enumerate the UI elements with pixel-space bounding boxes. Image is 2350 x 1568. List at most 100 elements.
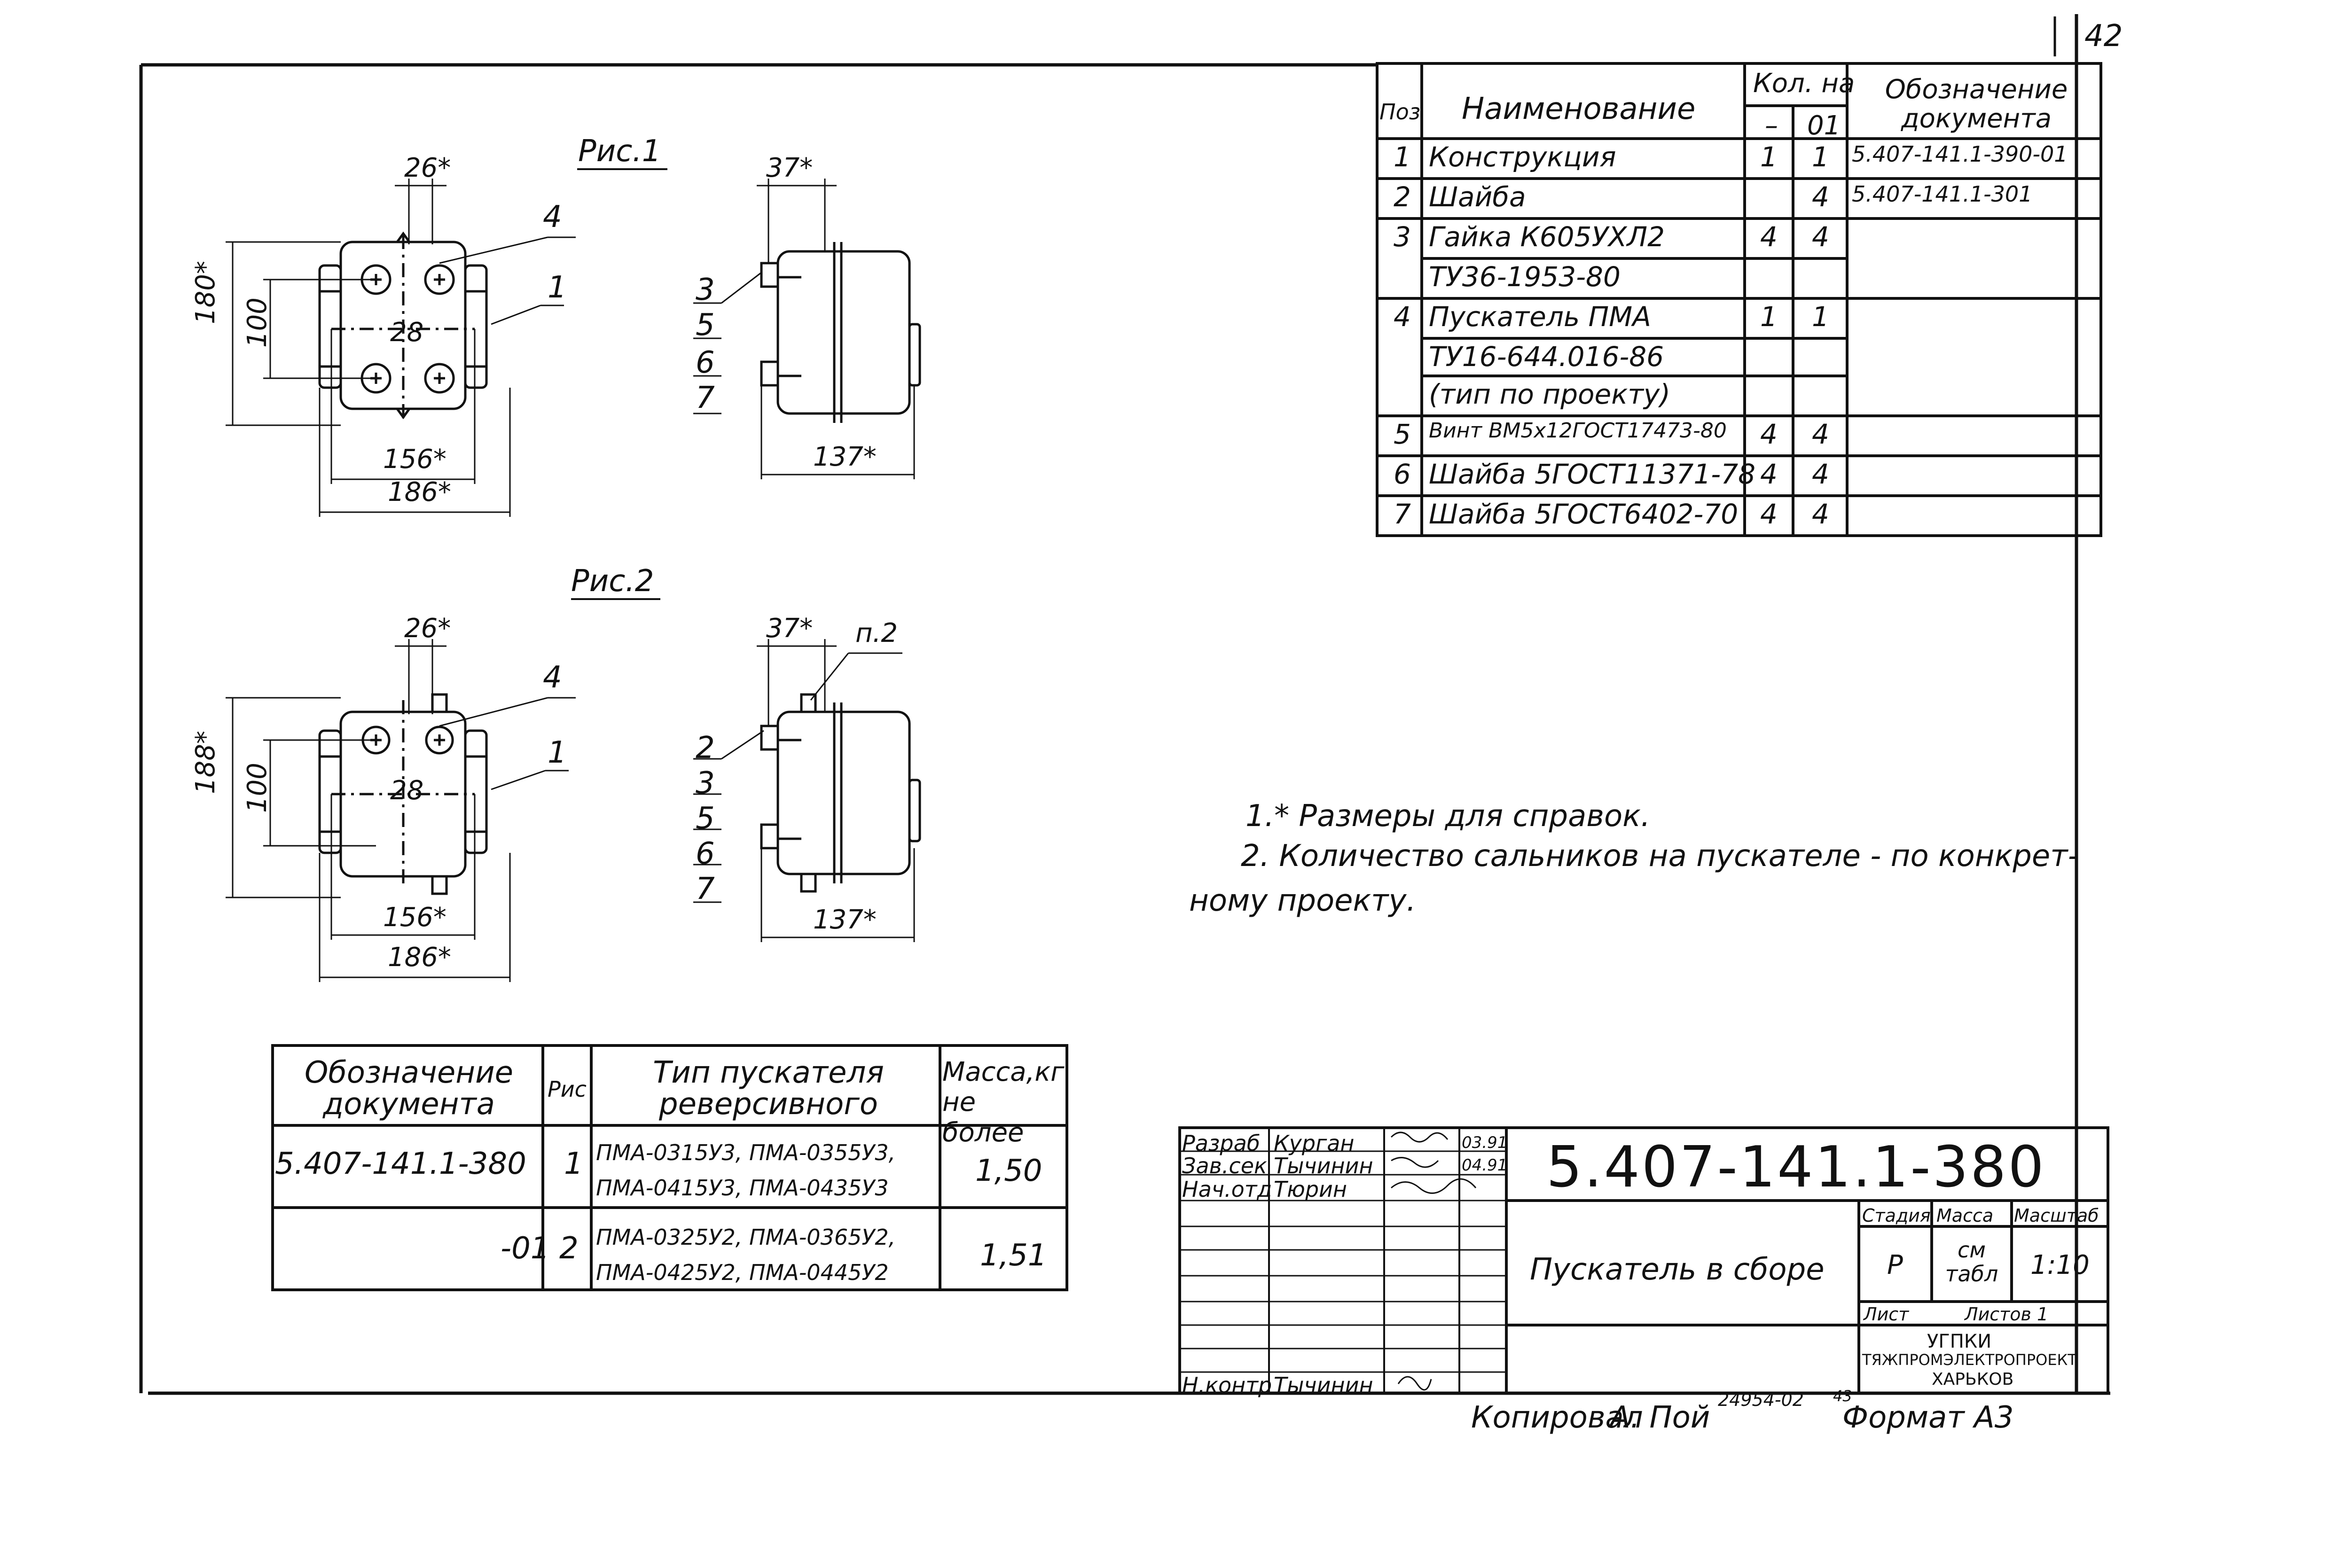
tb-mass-header: Масса <box>1936 1205 1994 1226</box>
spec-row-doc: 5.407-141.1-301 <box>1852 181 2033 207</box>
fig1-dim-37: 37* <box>766 153 813 183</box>
variant-row2-fig: 2 <box>559 1231 579 1266</box>
spec-row-qty-b: 4 <box>1812 221 1829 253</box>
spec-header-doc: Обозначение документа <box>1885 74 2068 134</box>
fig1-callout-6: 6 <box>696 345 715 380</box>
copied-sign: А. Пой <box>1610 1400 1710 1435</box>
fig2-dim-156: 156* <box>383 902 446 933</box>
spec-table-grid <box>1376 62 2102 537</box>
fig2-callout-4: 4 <box>543 660 562 695</box>
spec-row-name: ТУ16-644.016-86 <box>1429 341 1664 373</box>
variant-header-mass: Масса,кг не более <box>942 1057 1065 1148</box>
fig2-side-view <box>693 639 921 942</box>
variant-header-type: Тип пускателя реверсивного <box>653 1055 884 1122</box>
spec-row-qty-b: 1 <box>1812 141 1829 173</box>
tb-role-1: Разраб <box>1182 1131 1261 1156</box>
fig2-label-p2: п.2 <box>855 618 898 648</box>
fig1-front-view <box>226 179 576 517</box>
tb-scale: 1:10 <box>2030 1250 2090 1280</box>
tb-name-4: Тычинин <box>1274 1373 1373 1398</box>
fig2-dim-26: 26* <box>404 613 451 644</box>
spec-row-name: Конструкция <box>1429 141 1616 173</box>
spec-header-qty-a: – <box>1765 110 1778 141</box>
tb-scale-header: Масштаб <box>2014 1205 2099 1226</box>
spec-row-qty-b: 4 <box>1812 458 1829 490</box>
tb-title: Пускатель в сборе <box>1530 1252 1825 1287</box>
variant-row1-type-a: ПМА-0315У3, ПМА-0355У3, <box>596 1140 896 1165</box>
tb-sheets-header: Листов 1 <box>1965 1304 2049 1325</box>
variant-table-grid <box>271 1044 1068 1291</box>
spec-header-pos: Поз <box>1379 99 1421 125</box>
spec-row-qty-a: 1 <box>1760 141 1778 173</box>
spec-row-qty-b: 4 <box>1812 418 1829 450</box>
variant-row1-type-b: ПМА-0415У3, ПМА-0435У3 <box>596 1175 889 1201</box>
variant-row2-doc: -01 <box>501 1231 550 1266</box>
fig2-front-view <box>226 639 576 982</box>
spec-row-qty-b: 4 <box>1812 498 1829 530</box>
fig1-dim-186: 186* <box>388 477 451 507</box>
tb-role-4: Н.контр <box>1182 1373 1272 1398</box>
note-2-line1: 2. Количество сальников на пускателе - п… <box>1241 839 2079 874</box>
tb-stage: Р <box>1887 1250 1903 1280</box>
spec-row-name: Винт ВМ5х12ГОСТ17473-80 <box>1429 419 1727 443</box>
fig1-callout-3: 3 <box>696 273 715 307</box>
spec-row-pos: 1 <box>1394 141 1411 173</box>
fig1-dim-26: 26* <box>404 153 451 183</box>
variant-header-doc: Обозначение документа <box>304 1055 514 1122</box>
spec-row-pos: 3 <box>1394 221 1411 253</box>
spec-header-qty-b: 01 <box>1807 110 1841 141</box>
spec-row-pos: 4 <box>1394 301 1411 333</box>
tb-sheet-header: Лист <box>1864 1304 1909 1325</box>
spec-row-qty-b: 1 <box>1812 301 1829 333</box>
tb-stage-header: Стадия <box>1862 1205 1931 1226</box>
fig2-dim-100: 100 <box>242 763 273 813</box>
variant-row1-mass: 1,50 <box>975 1154 1042 1188</box>
tb-org-line3: ХАРЬКОВ <box>1932 1370 2014 1389</box>
fig2-dim-188: 188* <box>190 731 221 794</box>
fig1-label: Рис.1 <box>578 134 661 169</box>
tb-name-2: Тычинин <box>1274 1153 1373 1178</box>
fig2-callout-3: 3 <box>696 766 715 801</box>
spec-row-name: Шайба 5ГОСТ11371-78 <box>1429 458 1756 490</box>
tb-role-2: Зав.сек <box>1182 1153 1267 1178</box>
fig2-callout-6: 6 <box>696 836 715 871</box>
spec-header-name: Наименование <box>1462 92 1696 126</box>
fig1-callout-4: 4 <box>543 200 562 234</box>
fig2-dim-28: 28 <box>390 775 424 806</box>
tb-org-line2: ТЯЖПРОМЭЛЕКТРОПРОЕКТ <box>1862 1351 2077 1369</box>
format-label: Формат А3 <box>1842 1400 2014 1435</box>
fig2-callout-7: 7 <box>696 872 715 906</box>
spec-row-qty-a: 4 <box>1760 498 1778 530</box>
variant-row1-doc: 5.407-141.1-380 <box>275 1147 526 1181</box>
fig1-dim-28: 28 <box>390 317 424 348</box>
spec-row-qty-a: 4 <box>1760 418 1778 450</box>
copied-stamp-sup: 43 <box>1833 1387 1852 1405</box>
tb-designation: 5.407-141.1-380 <box>1546 1135 2046 1200</box>
variant-row1-fig: 1 <box>564 1147 583 1181</box>
spec-header-qty: Кол. на <box>1753 68 1855 99</box>
spec-row-name: Шайба <box>1429 181 1526 213</box>
title-block-grid <box>1178 1126 2109 1395</box>
spec-row-pos: 7 <box>1394 498 1411 530</box>
note-2-line2: ному проекту. <box>1189 883 1416 918</box>
fig1-dim-100: 100 <box>242 297 273 348</box>
fig1-side-view <box>693 179 921 479</box>
fig2-dim-137: 137* <box>813 905 877 935</box>
tb-date-1: 03.91 <box>1462 1133 1508 1152</box>
tb-org-line1: УГПКИ <box>1927 1331 1992 1352</box>
fig2-dim-37: 37* <box>766 613 813 644</box>
variant-header-fig: Рис <box>548 1077 587 1102</box>
spec-row-qty-a: 1 <box>1760 301 1778 333</box>
tb-name-3: Тюрин <box>1274 1177 1347 1202</box>
fig2-callout-1: 1 <box>548 735 567 770</box>
spec-row-qty-a: 4 <box>1760 221 1778 253</box>
fig2-dim-186: 186* <box>388 942 451 973</box>
copied-stamp: 24954-02 <box>1718 1389 1804 1410</box>
spec-row-name: Шайба 5ГОСТ6402-70 <box>1429 498 1739 530</box>
spec-row-name: Пускатель ПМА <box>1429 301 1651 333</box>
fig2-callout-5: 5 <box>696 801 715 836</box>
fig1-callout-7: 7 <box>696 381 715 415</box>
spec-row-qty-b: 4 <box>1812 181 1829 213</box>
fig2-label: Рис.2 <box>571 564 654 599</box>
spec-row-pos: 2 <box>1394 181 1411 213</box>
